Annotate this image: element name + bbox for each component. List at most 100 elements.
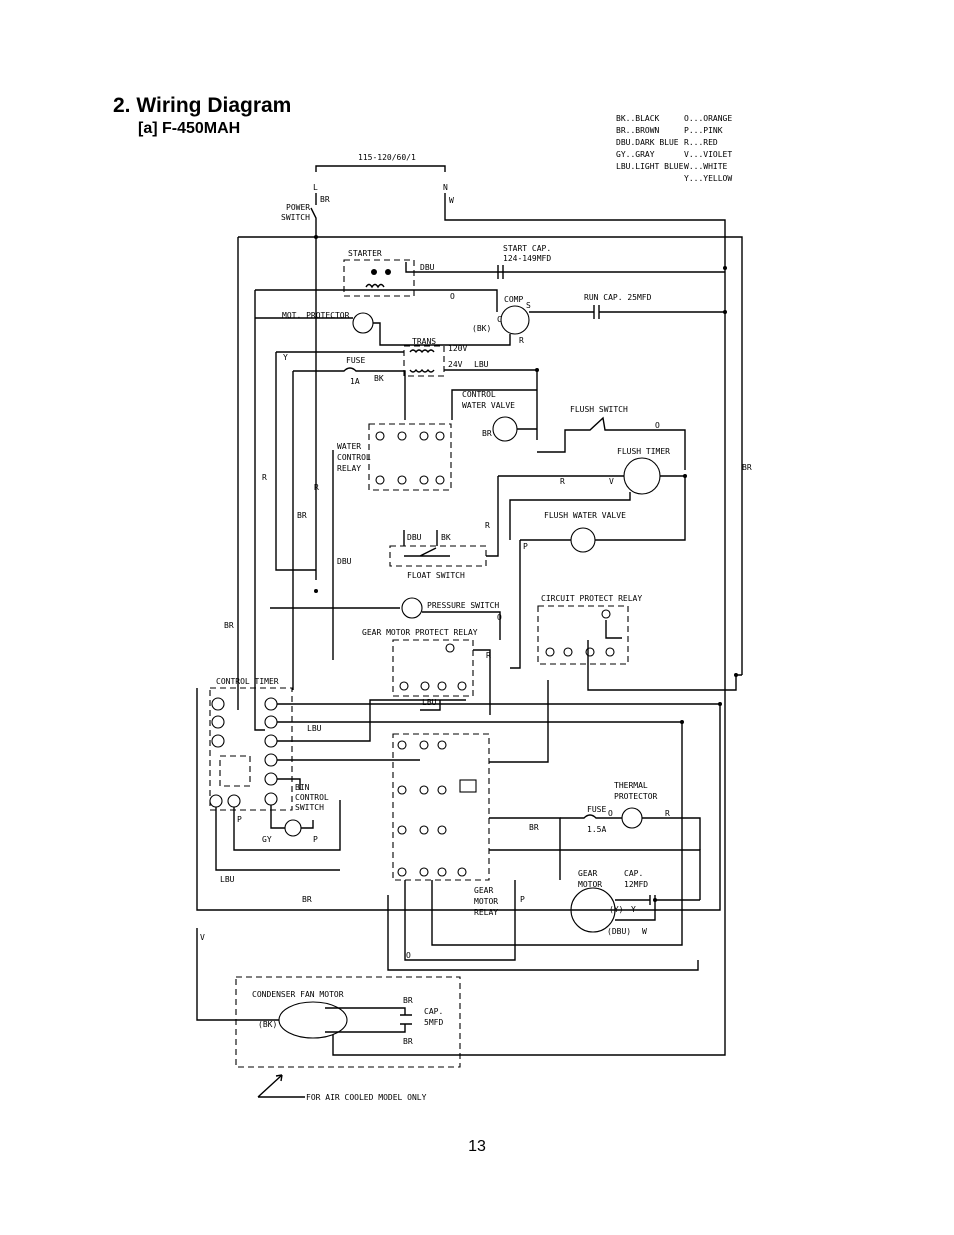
pressure-switch-label: PRESSURE SWITCH: [427, 601, 499, 610]
float-switch-label: FLOAT SWITCH: [407, 571, 465, 580]
wire-label: O: [655, 421, 660, 430]
voltage-label: 24V: [448, 360, 463, 369]
wire-label: R: [262, 473, 267, 482]
thermal-label: THERMAL: [614, 781, 648, 790]
cwv-label: WATER VALVE: [462, 401, 515, 410]
bcs-label: BIN: [295, 783, 310, 792]
wire-label: GY: [262, 835, 272, 844]
wire-label: P: [523, 542, 528, 551]
trans-label: TRANS: [412, 337, 436, 346]
wire-label: DBU: [420, 263, 435, 272]
wire-label: O: [608, 809, 613, 818]
page-number: 13: [468, 1138, 486, 1155]
fuse-1-5a: FUSE 1.5A O: [560, 805, 622, 834]
wire-label: (BK): [472, 324, 491, 333]
thermal-protector: THERMAL PROTECTOR R: [614, 781, 701, 850]
wire-label: (BK): [258, 1020, 277, 1029]
fuse-label: 1A: [350, 377, 360, 386]
flush-timer: FLUSH TIMER R V: [498, 447, 687, 540]
gmr-label: MOTOR: [474, 897, 498, 906]
power-switch-label: POWER: [286, 203, 310, 212]
wire-label: P: [237, 815, 242, 824]
power-switch-label: SWITCH: [281, 213, 310, 222]
water-control-relay: WATER CONTROL RELAY: [337, 423, 452, 491]
legend-item: BK..BLACK: [616, 114, 660, 123]
legend-item: BR..BROWN: [616, 126, 660, 135]
legend-item: Y...YELLOW: [684, 174, 732, 183]
gmr-label: RELAY: [474, 908, 498, 917]
wire-label: BR: [403, 1037, 413, 1046]
gmpr-label: GEAR MOTOR PROTECT RELAY: [362, 628, 478, 637]
color-legend: BK..BLACK BR..BROWN DBU.DARK BLUE GY..GR…: [616, 114, 732, 183]
wire-label: V: [200, 933, 205, 942]
wire-label: O: [450, 292, 455, 301]
wire-label: BR: [302, 895, 312, 904]
start-cap-label: 124-149MFD: [503, 254, 551, 263]
pressure-switch: PRESSURE SWITCH O: [401, 597, 502, 640]
wire-label: LBU: [474, 360, 489, 369]
cap12-label: 12MFD: [624, 880, 648, 889]
air-cooled-note: FOR AIR COOLED MODEL ONLY: [257, 1074, 427, 1102]
fan-motor-label: CONDENSER FAN MOTOR: [252, 990, 344, 999]
gear-motor-protect-relay: GEAR MOTOR PROTECT RELAY R LBU: [362, 628, 491, 715]
wire-label: BR: [320, 195, 330, 204]
legend-item: LBU.LIGHT BLUE: [616, 162, 684, 171]
section-title: 2. Wiring Diagram: [113, 94, 292, 117]
legend-item: DBU.DARK BLUE: [616, 138, 679, 147]
thermal-label: PROTECTOR: [614, 792, 658, 801]
cwv-label: CONTROL: [462, 390, 496, 399]
terminal-label: S: [526, 301, 531, 310]
run-cap-label: RUN CAP. 25MFD: [584, 293, 652, 302]
control-timer-label: CONTROL TIMER: [216, 677, 279, 686]
bcs-label: SWITCH: [295, 803, 324, 812]
wire-label: BR: [529, 823, 539, 832]
legend-item: W...WHITE: [684, 162, 728, 171]
wire-label: BR: [482, 429, 492, 438]
flush-water-valve: FLUSH WATER VALVE P: [520, 476, 686, 553]
gear-motor-label: MOTOR: [578, 880, 602, 889]
legend-item: V...VIOLET: [684, 150, 732, 159]
terminal-label: R: [519, 336, 524, 345]
wire-label: R: [314, 483, 319, 492]
wire-label: LBU: [307, 724, 322, 733]
comp-label: COMP: [504, 295, 523, 304]
legend-item: P...PINK: [684, 126, 723, 135]
wire-label: P: [520, 895, 525, 904]
model-subtitle: [a] F-450MAH: [138, 120, 241, 137]
terminal-label: C: [497, 315, 502, 324]
supply-label: 115-120/60/1: [358, 153, 416, 162]
wire-label: BK: [374, 374, 384, 383]
wire-label: BR: [742, 463, 752, 472]
transformer: TRANS 120V 24V LBU Y: [276, 337, 539, 440]
flush-timer-label: FLUSH TIMER: [617, 447, 670, 456]
wire-label: Y: [283, 353, 288, 362]
wire-label: BR: [224, 621, 234, 630]
note-label: FOR AIR COOLED MODEL ONLY: [306, 1093, 427, 1102]
wire-label: DBU: [337, 557, 352, 566]
wire-label: O: [406, 951, 411, 960]
compressor: COMP S C R (BK) RUN CAP. 25MFD O: [255, 289, 727, 345]
wire-label: (DBU): [607, 927, 631, 936]
wire-label: W: [642, 927, 647, 936]
control-water-valve: CONTROL WATER VALVE BR: [451, 389, 537, 442]
wire-label: R: [560, 477, 565, 486]
bcs-label: CONTROL: [295, 793, 329, 802]
voltage-label: 120V: [448, 344, 467, 353]
cap5-label: CAP.: [424, 1007, 443, 1016]
gear-motor: GEAR MOTOR (Y) (DBU) Y W CAP. 12MFD: [570, 869, 700, 936]
gear-motor-label: GEAR: [578, 869, 597, 878]
cap5-label: 5MFD: [424, 1018, 443, 1027]
legend-item: R...RED: [684, 138, 718, 147]
fuse-1a: FUSE 1A BK: [293, 356, 406, 420]
float-switch: DBU BK FLOAT SWITCH R: [389, 476, 499, 580]
wire-label: R: [486, 651, 491, 660]
starter-label: STARTER: [348, 249, 382, 258]
gmr-label: GEAR: [474, 886, 493, 895]
wire-label: BR: [297, 511, 307, 520]
bin-control-switch: BIN CONTROL SWITCH GY P P LBU: [215, 783, 341, 884]
starter: STARTER DBU START CAP. 124-149MFD: [343, 244, 727, 297]
line-n-label: N: [443, 183, 448, 192]
wire-label: BR: [403, 996, 413, 1005]
wire-label: R: [665, 809, 670, 818]
